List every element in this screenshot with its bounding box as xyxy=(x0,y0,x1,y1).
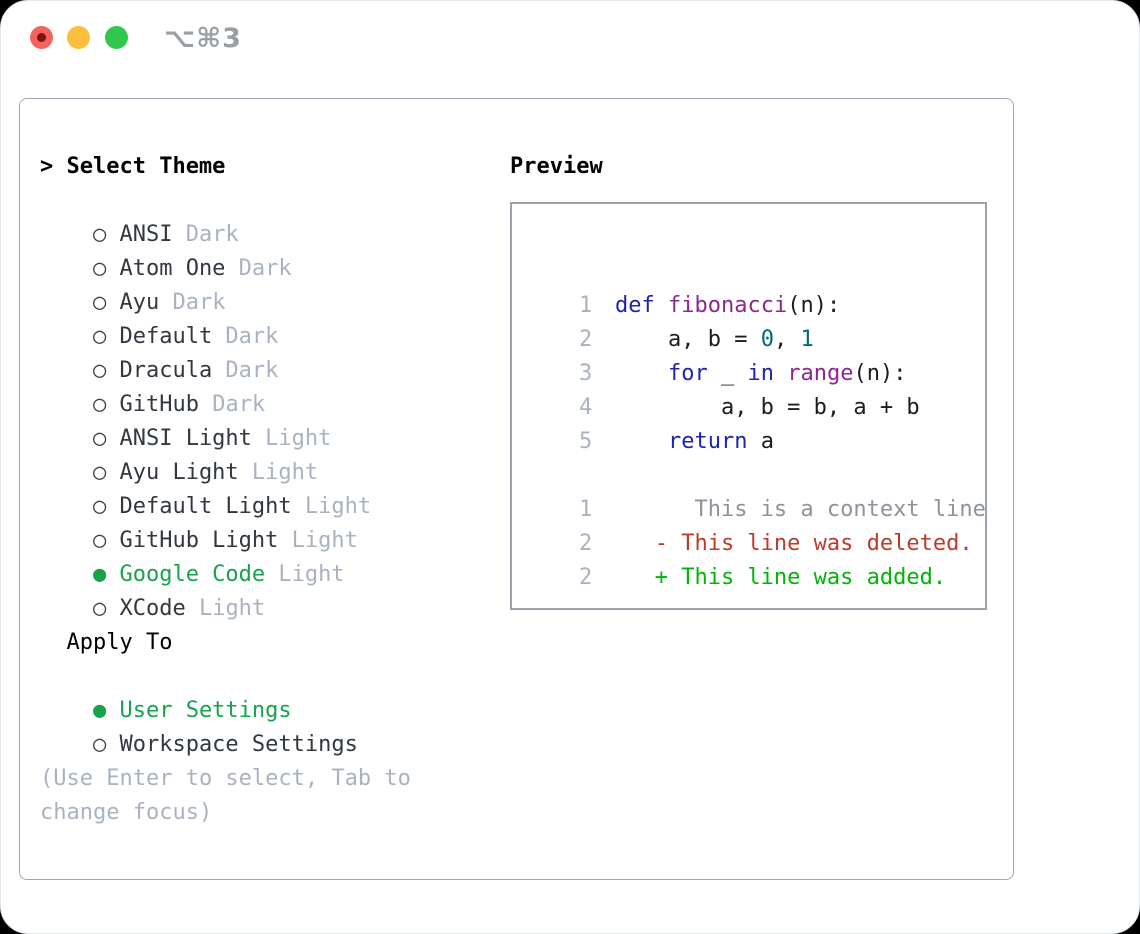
prompt-cursor: > xyxy=(40,154,54,179)
code-line: 3 for _ in range(n): xyxy=(526,323,985,386)
theme-item-default-light[interactable]: ○Default Light Light xyxy=(40,456,452,519)
code-text: - This line was deleted. xyxy=(614,531,973,556)
code-line: 2 a, b = 0, 1 xyxy=(526,289,985,352)
radio-icon: ● xyxy=(92,698,107,723)
radio-icon: ● xyxy=(92,562,107,587)
code-line: 1 This is a context line. xyxy=(526,459,985,522)
radio-icon: ○ xyxy=(92,426,107,451)
line-number: 1 xyxy=(578,293,593,318)
line-number: 2 xyxy=(578,327,593,352)
theme-item-ayu[interactable]: ○Ayu Dark xyxy=(40,252,452,315)
theme-item-xcode[interactable]: ○XCode Light xyxy=(40,558,452,621)
select-theme-header: > Select Theme xyxy=(40,150,452,184)
theme-item-atom-one[interactable]: ○Atom One Dark xyxy=(40,218,452,281)
line-number: 1 xyxy=(578,497,593,522)
code-line: 5 return a xyxy=(526,391,985,454)
radio-icon: ○ xyxy=(92,358,107,383)
code-text: This is a context line. xyxy=(614,497,987,522)
line-number: 3 xyxy=(578,361,593,386)
line-number: 2 xyxy=(578,565,593,590)
theme-item-ansi-light[interactable]: ○ANSI Light Light xyxy=(40,388,452,451)
theme-item-github[interactable]: ○GitHub Dark xyxy=(40,354,452,417)
radio-icon: ○ xyxy=(92,222,107,247)
code-line: 1 def fibonacci(n): xyxy=(526,255,985,318)
keyboard-hint: (Use Enter to select, Tab to change focu… xyxy=(40,766,411,825)
apply-option-user-settings[interactable]: ●User Settings xyxy=(40,660,452,723)
theme-picker-panel: > Select Theme ○ANSI Dark ○Atom One Dark … xyxy=(19,98,1014,880)
theme-item-github-light[interactable]: ○GitHub Light Light xyxy=(40,490,452,553)
code-text: + This line was added. xyxy=(614,565,947,590)
code-text: a, b = b, a + b xyxy=(614,395,920,420)
apply-option-workspace-settings[interactable]: ○Workspace Settings xyxy=(40,694,452,757)
apply-to-list: ●User Settings ○Workspace Settings xyxy=(40,660,452,757)
code-line: 2 - This line was deleted. xyxy=(526,493,985,556)
radio-icon: ○ xyxy=(92,528,107,553)
preview-column: Preview 1 def fibonacci(n): 2 a, b = 0, 1… xyxy=(510,150,987,610)
line-number: 4 xyxy=(578,395,593,420)
select-theme-label: Select Theme xyxy=(66,154,226,179)
close-button[interactable] xyxy=(30,26,53,49)
preview-box: 1 def fibonacci(n): 2 a, b = 0, 1 3 for _… xyxy=(510,202,987,610)
radio-icon: ○ xyxy=(92,290,107,315)
theme-item-dracula[interactable]: ○Dracula Dark xyxy=(40,320,452,383)
radio-icon: ○ xyxy=(92,494,107,519)
radio-icon: ○ xyxy=(92,256,107,281)
apply-to-header: Apply To xyxy=(66,630,173,655)
code-line: 4 a, b = b, a + b xyxy=(526,357,985,420)
code-line: 2 + This line was added. xyxy=(526,527,985,590)
theme-list: ○ANSI Dark ○Atom One Dark ○Ayu Dark ○Def… xyxy=(40,184,452,621)
line-number: 5 xyxy=(578,429,593,454)
zoom-button[interactable] xyxy=(105,26,128,49)
window-title: ⌥⌘3 xyxy=(164,23,242,54)
minimize-button[interactable] xyxy=(67,26,90,49)
theme-item-default[interactable]: ○Default Dark xyxy=(40,286,452,349)
theme-item-google-code[interactable]: ●Google Code Light xyxy=(40,524,452,587)
radio-icon: ○ xyxy=(92,732,107,757)
radio-icon: ○ xyxy=(92,324,107,349)
code-text: a, b = 0, 1 xyxy=(614,327,814,352)
radio-icon: ○ xyxy=(92,596,107,621)
titlebar: ⌥⌘3 xyxy=(1,1,1139,75)
radio-icon: ○ xyxy=(92,460,107,485)
theme-item-ayu-light[interactable]: ○Ayu Light Light xyxy=(40,422,452,485)
code-text: for _ in range(n): xyxy=(667,361,907,386)
theme-item-ansi[interactable]: ○ANSI Dark xyxy=(40,184,452,247)
line-number: 2 xyxy=(578,531,593,556)
preview-header: Preview xyxy=(510,154,603,179)
code-text: def fibonacci(n): xyxy=(614,293,841,318)
theme-column: > Select Theme ○ANSI Dark ○Atom One Dark … xyxy=(40,150,452,830)
radio-icon: ○ xyxy=(92,392,107,417)
code-text: return a xyxy=(667,429,774,454)
